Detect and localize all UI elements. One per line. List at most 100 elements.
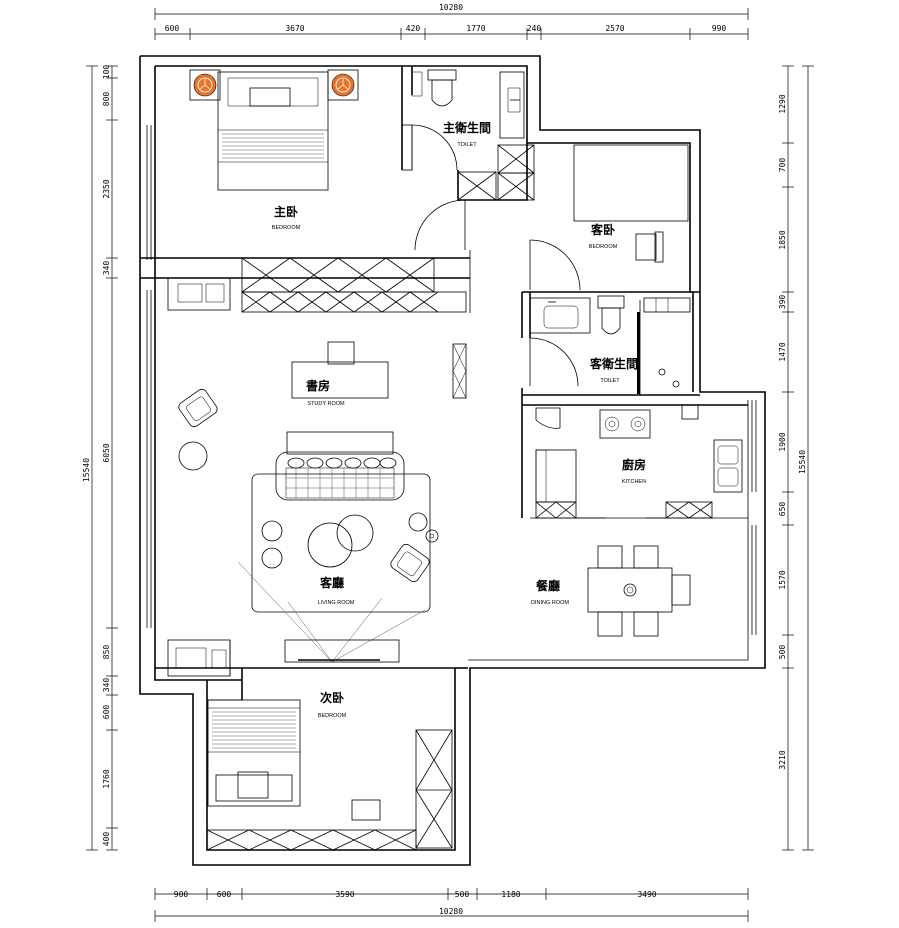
second-bedroom-en: BEDROOM xyxy=(318,713,347,719)
overall-width-bottom: 10280 xyxy=(439,907,463,916)
top-dim-1: 600 xyxy=(165,24,180,33)
right-dim-9: 500 xyxy=(778,645,787,660)
top-dim-6: 2570 xyxy=(605,24,624,33)
kitchen: 廚房 KITCHEN xyxy=(535,404,743,519)
coffee-table xyxy=(336,514,374,552)
rug xyxy=(251,473,431,613)
left-dim-3: 2350 xyxy=(102,179,111,198)
bottom-cabinet xyxy=(206,829,417,851)
study-desk xyxy=(291,361,389,399)
guest-bed xyxy=(573,144,689,222)
master-toilet-en: TOILET xyxy=(457,142,477,148)
guest-toilet: 客衛生間 TOILET xyxy=(529,295,691,394)
side-table xyxy=(178,441,208,471)
guest-bedroom-en: BEDROOM xyxy=(589,244,618,250)
right-dim-4: 390 xyxy=(778,295,787,310)
master-bedroom: 主卧 BEDROOM xyxy=(189,69,359,231)
master-bed xyxy=(217,71,329,191)
sink xyxy=(713,439,743,493)
shower-area xyxy=(499,71,525,139)
second-bedroom: 次卧 BEDROOM xyxy=(206,690,453,851)
walls xyxy=(139,55,766,866)
overall-width-top: 10280 xyxy=(439,3,463,12)
vanity xyxy=(529,297,591,334)
bottom-dim-2: 600 xyxy=(217,890,232,899)
right-dim-2: 700 xyxy=(778,158,787,173)
overall-height-right: 15540 xyxy=(798,450,807,474)
top-dim-4: 1770 xyxy=(466,24,485,33)
coffee-table xyxy=(307,522,353,568)
bookshelf xyxy=(452,343,467,399)
right-dim-7: 650 xyxy=(778,502,787,517)
study-en: STUDY ROOM xyxy=(307,401,345,407)
study: 書房 STUDY ROOM xyxy=(178,341,467,471)
top-dim-7: 990 xyxy=(712,24,727,33)
lamp-icon xyxy=(193,73,217,97)
fridge xyxy=(535,449,577,503)
left-dim-4: 340 xyxy=(102,261,111,276)
right-dim-8: 1570 xyxy=(778,570,787,589)
master-bedroom-label: 主卧 xyxy=(274,204,298,219)
lamp-icon xyxy=(331,73,355,97)
top-dim-3: 420 xyxy=(406,24,421,33)
master-toilet: 主衛生間 TOILET xyxy=(411,69,535,201)
right-dim-3: 1850 xyxy=(778,230,787,249)
wardrobe xyxy=(415,729,453,849)
floor-lamp xyxy=(425,529,439,543)
dining-room: 餐廳 DINING ROOM xyxy=(531,545,691,637)
right-dim-6: 1900 xyxy=(778,432,787,451)
centerpiece xyxy=(623,583,637,597)
left-dim-5: 6050 xyxy=(102,443,111,462)
study-cabinets xyxy=(167,257,467,313)
doors xyxy=(411,124,581,387)
study-chair xyxy=(327,341,355,365)
guest-bedroom: 客卧 BEDROOM xyxy=(573,144,689,263)
toilet-icon xyxy=(601,307,621,335)
armchair xyxy=(390,543,430,583)
top-dim-5: 240 xyxy=(527,24,542,33)
sofa xyxy=(275,451,405,501)
study-label: 書房 xyxy=(306,378,330,393)
bottom-dim-4: 500 xyxy=(455,890,470,899)
left-dim-8: 600 xyxy=(102,705,111,720)
dining-room-en: DINING ROOM xyxy=(531,600,569,606)
guest-bedroom-label: 客卧 xyxy=(590,222,615,237)
right-dim-1: 1290 xyxy=(778,94,787,113)
kitchen-en: KITCHEN xyxy=(622,479,646,485)
dimension-lines: 10280 600 3670 420 1770 240 2570 990 900… xyxy=(82,3,814,922)
bottom-dim-1: 900 xyxy=(174,890,189,899)
master-bedroom-en: BEDROOM xyxy=(272,225,301,231)
left-dim-9: 1760 xyxy=(102,769,111,788)
guest-toilet-label: 客衛生間 xyxy=(589,356,638,371)
nightstand-right xyxy=(327,69,359,101)
tv-cabinet xyxy=(284,639,400,663)
toilet-icon xyxy=(431,79,453,107)
dining-room-label: 餐廳 xyxy=(536,578,560,593)
living-room-en: LIVING ROOM xyxy=(318,600,355,606)
overall-height-left: 15540 xyxy=(82,458,91,482)
kitchen-label: 廚房 xyxy=(622,457,646,472)
chair xyxy=(635,233,657,261)
living-room-label: 客廳 xyxy=(319,575,344,590)
left-dim-7: 340 xyxy=(102,678,111,693)
bottom-dim-5: 1180 xyxy=(501,890,520,899)
right-dim-10: 3210 xyxy=(778,750,787,769)
left-dim-2: 800 xyxy=(102,92,111,107)
armchair xyxy=(178,388,218,428)
top-dim-2: 3670 xyxy=(285,24,304,33)
bottom-dim-6: 3490 xyxy=(637,890,656,899)
left-dim-10: 400 xyxy=(102,832,111,847)
living-room: 客廳 LIVING ROOM xyxy=(167,431,439,677)
tv-view-lines xyxy=(237,561,426,663)
dining-table xyxy=(587,567,673,613)
second-bedroom-label: 次卧 xyxy=(320,690,344,705)
bottom-dim-3: 3590 xyxy=(335,890,354,899)
sofa-back xyxy=(286,431,394,455)
master-toilet-label: 主衛生間 xyxy=(443,120,491,135)
left-dim-1: 100 xyxy=(102,65,111,80)
second-bed xyxy=(207,699,301,807)
nightstand-left xyxy=(189,69,221,101)
stove xyxy=(599,409,651,439)
left-dim-6: 850 xyxy=(102,645,111,660)
